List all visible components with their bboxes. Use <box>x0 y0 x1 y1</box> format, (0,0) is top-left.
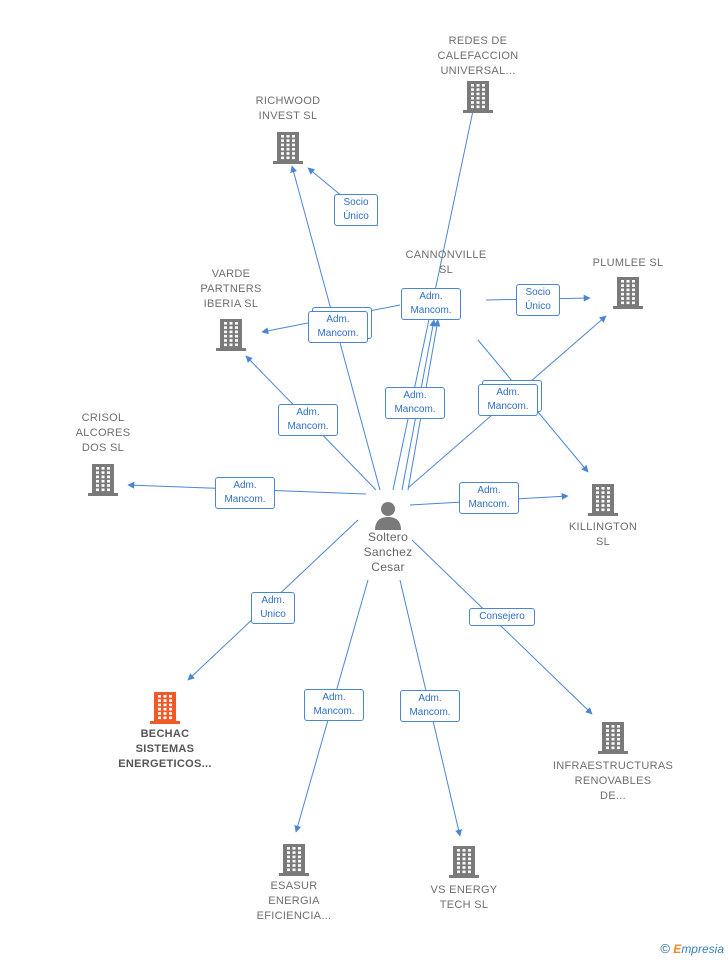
building-icon <box>463 81 493 113</box>
edge-label-consejero[interactable]: Consejero <box>469 608 535 626</box>
building-icon <box>613 277 643 309</box>
empresia-brand: © Empresia <box>660 941 724 956</box>
edge-label-adm-mancom[interactable]: Adm.Mancom. <box>278 404 338 436</box>
building-icon <box>449 846 479 878</box>
edge-13 <box>411 539 593 715</box>
building-icon <box>598 722 628 754</box>
edge-label-adm-unico[interactable]: Adm.Unico <box>251 592 295 624</box>
building-icon <box>273 132 303 164</box>
building-icon <box>216 319 246 351</box>
building-icon <box>588 484 618 516</box>
company-label: PLUMLEE SL <box>592 257 664 269</box>
edge-label-adm-mancom[interactable]: Adm.Mancom. <box>304 689 364 721</box>
company-node-plumlee[interactable]: PLUMLEE SL <box>578 256 678 309</box>
building-icon <box>150 692 180 724</box>
edge-label-adm-mancom[interactable]: Adm.Mancom. <box>401 288 461 320</box>
copyright-icon: © <box>660 941 670 956</box>
edge-label-adm-mancom[interactable]: Adm.Mancom. <box>385 387 445 419</box>
edge-label-adm-mancom[interactable]: Adm.Mancom. <box>308 311 368 343</box>
edge-label-adm-mancom[interactable]: Adm.Mancom. <box>459 482 519 514</box>
building-icon <box>88 464 118 496</box>
edge-label-adm-mancom[interactable]: Adm.Mancom. <box>478 384 538 416</box>
building-icon <box>279 844 309 876</box>
edge-label-adm-mancom[interactable]: Adm.Mancom. <box>400 690 460 722</box>
person-name: Soltero Sanchez Cesar <box>363 530 413 574</box>
edge-label-adm-mancom[interactable]: Adm.Mancom. <box>215 477 275 509</box>
person-node[interactable]: Soltero Sanchez Cesar <box>350 500 426 575</box>
brand-name: mpresia <box>681 942 724 956</box>
brand-initial: E <box>673 942 682 956</box>
person-icon <box>375 502 401 530</box>
